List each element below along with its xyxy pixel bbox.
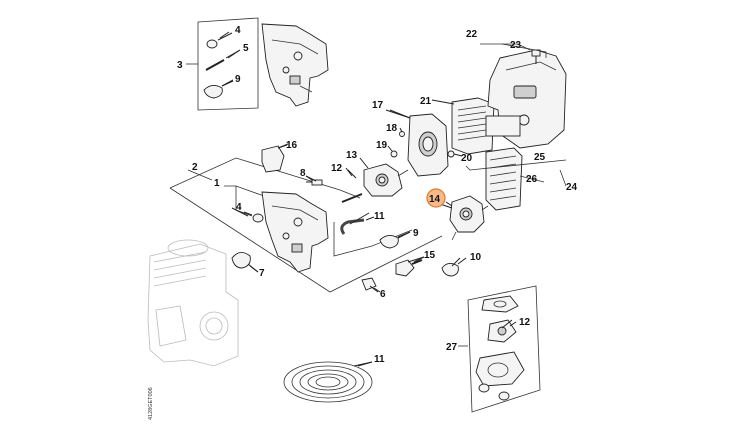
label-12-bottom[interactable]: 12 — [519, 317, 531, 328]
group-box-1 — [224, 185, 265, 217]
group-box-2 — [169, 157, 443, 293]
label-21[interactable]: 21 — [420, 96, 432, 107]
engine-ghost — [147, 239, 239, 367]
label-20[interactable]: 20 — [461, 153, 473, 164]
group-box-3 — [186, 17, 259, 111]
label-26[interactable]: 26 — [526, 174, 538, 185]
screw-part-19[interactable] — [387, 145, 398, 158]
label-12-top[interactable]: 12 — [331, 163, 343, 174]
gasket-27-c[interactable] — [475, 351, 525, 387]
label-1[interactable]: 1 — [214, 178, 220, 189]
highlight-14-marker[interactable] — [426, 188, 446, 208]
label-6[interactable]: 6 — [380, 289, 386, 300]
base-plate-part-17[interactable] — [385, 109, 449, 177]
adjuster-part-15[interactable] — [395, 256, 425, 277]
label-4-top[interactable]: 4 — [235, 25, 241, 36]
label-16[interactable]: 16 — [286, 140, 298, 151]
label-25[interactable]: 25 — [534, 152, 546, 163]
label-14[interactable]: 14 — [429, 194, 441, 205]
label-7[interactable]: 7 — [259, 268, 265, 279]
callout-lines-24-25 — [465, 159, 567, 187]
label-3[interactable]: 3 — [177, 60, 183, 71]
label-5[interactable]: 5 — [243, 43, 249, 54]
bracket-housing-middle[interactable] — [261, 191, 329, 273]
gasket-part-12[interactable] — [487, 319, 517, 343]
label-13[interactable]: 13 — [346, 150, 358, 161]
leader-lines — [219, 31, 513, 367]
bracket-housing-top[interactable] — [261, 23, 329, 107]
label-9-middle[interactable]: 9 — [413, 228, 419, 239]
damper-27-e[interactable] — [498, 391, 510, 401]
plug-part-4-top[interactable] — [206, 32, 233, 49]
label-8[interactable]: 8 — [300, 168, 306, 179]
label-23[interactable]: 23 — [510, 40, 522, 51]
label-27[interactable]: 27 — [446, 342, 458, 353]
label-17[interactable]: 17 — [372, 100, 384, 111]
spiral-hose-part-11[interactable] — [283, 361, 373, 403]
label-19[interactable]: 19 — [376, 140, 388, 151]
label-11-top[interactable]: 11 — [374, 211, 385, 222]
callout-labels: 4 5 3 9 22 23 21 17 18 19 16 13 20 25 2 … — [177, 25, 578, 365]
screw-part-18[interactable] — [399, 127, 405, 137]
carburetor-part-13[interactable] — [359, 157, 409, 197]
drawing-number: 4128GET006 — [148, 387, 154, 420]
carburetor-part-14[interactable] — [445, 195, 489, 241]
label-2[interactable]: 2 — [192, 162, 198, 173]
filter-cover-part-25[interactable] — [485, 49, 567, 149]
group-box-27 — [458, 285, 541, 413]
pin-part-12-top[interactable] — [341, 169, 363, 203]
label-22[interactable]: 22 — [466, 29, 478, 40]
bracket-part-16[interactable] — [261, 143, 289, 173]
damper-27-d[interactable] — [478, 383, 490, 393]
damper-part-10[interactable] — [441, 257, 467, 277]
label-15[interactable]: 15 — [424, 250, 436, 261]
callout-lines-22-23 — [480, 43, 547, 58]
label-9-top[interactable]: 9 — [235, 74, 241, 85]
label-10[interactable]: 10 — [470, 252, 482, 263]
label-24[interactable]: 24 — [566, 182, 578, 193]
clip-part-6[interactable] — [361, 277, 381, 293]
label-11-bottom[interactable]: 11 — [374, 354, 385, 365]
gasket-27-a[interactable] — [481, 295, 519, 313]
filter-part-21[interactable] — [431, 97, 495, 155]
prefilter-part-26[interactable] — [485, 147, 523, 211]
group-box-11-9 — [333, 222, 413, 257]
hose-part-11[interactable] — [340, 216, 375, 235]
label-4-middle[interactable]: 4 — [236, 202, 242, 213]
plug-part-4-middle[interactable] — [243, 211, 264, 223]
plug-part-20[interactable] — [447, 150, 463, 158]
label-18[interactable]: 18 — [386, 123, 398, 134]
damper-part-9-top[interactable] — [203, 80, 234, 99]
